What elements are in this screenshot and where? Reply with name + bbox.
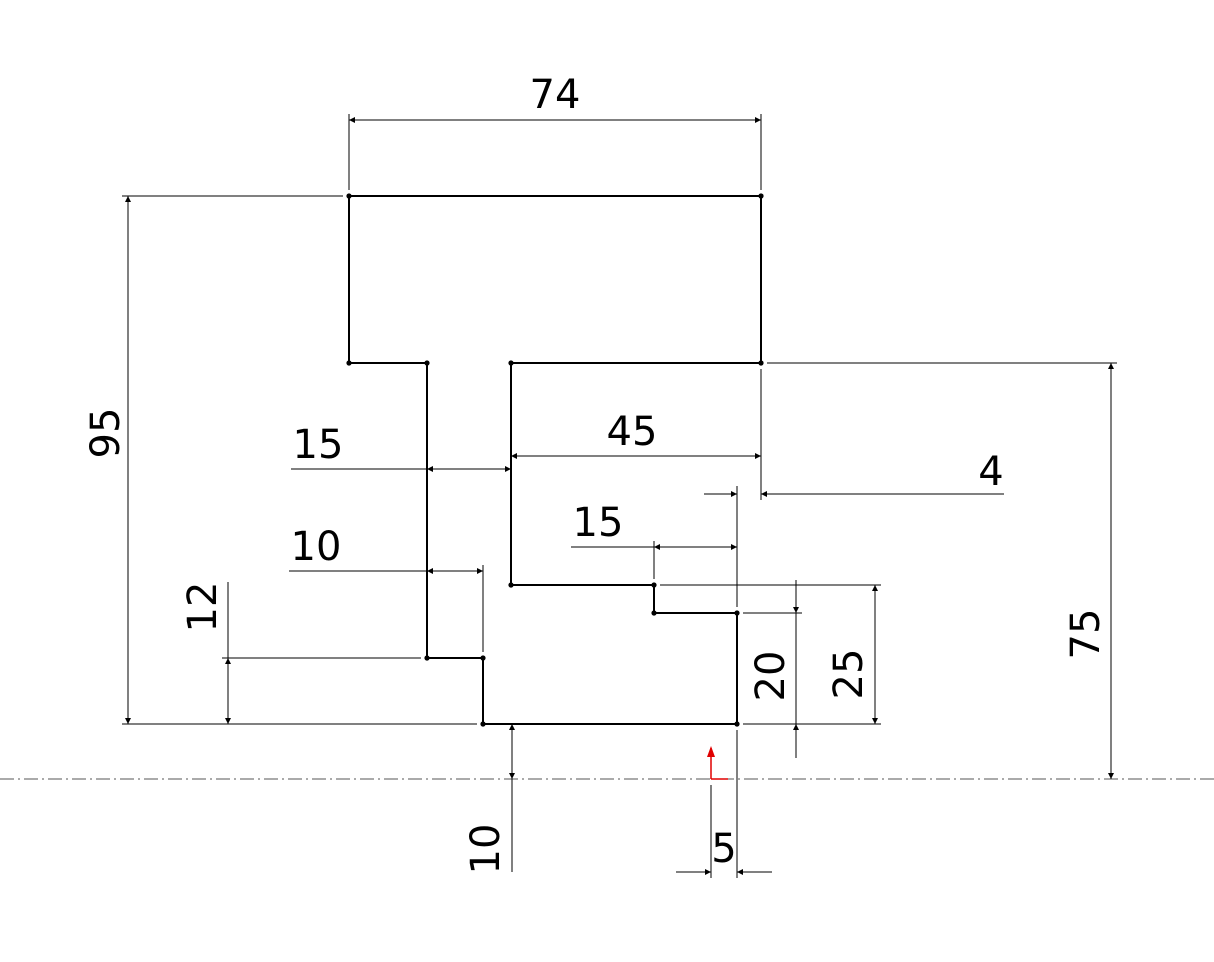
dim-foot-height-label: 12 <box>180 582 226 633</box>
dim-inner-step-label: 15 <box>573 500 624 546</box>
dim-right-offset[interactable]: 4 <box>704 369 1004 607</box>
dim-right-height-label: 25 <box>826 649 872 700</box>
dim-overall-height[interactable]: 95 <box>83 195 477 725</box>
dim-right-span-label: 45 <box>607 409 658 455</box>
dim-bottom-offset[interactable]: 10 <box>463 724 515 875</box>
dim-right-step-height-label: 20 <box>748 651 794 702</box>
dim-foot-width-label: 10 <box>291 524 342 570</box>
origin-icon <box>707 746 728 780</box>
sketch-points <box>346 193 764 727</box>
dim-left-leg-width-label: 15 <box>293 422 344 468</box>
dim-right-height[interactable]: 25 <box>660 584 881 725</box>
dim-centerline-height[interactable]: 75 <box>767 362 1117 779</box>
dim-centerline-height-label: 75 <box>1063 609 1109 660</box>
dim-foot-height[interactable]: 12 <box>180 582 421 724</box>
dim-top-width[interactable]: 74 <box>348 72 762 190</box>
dim-origin-offset[interactable]: 5 <box>676 730 772 878</box>
dim-inner-step[interactable]: 15 <box>571 500 737 579</box>
dim-right-span[interactable]: 45 <box>511 369 762 464</box>
dim-right-step-height[interactable]: 20 <box>743 580 802 758</box>
dim-left-leg-width[interactable]: 15 <box>291 422 511 472</box>
dim-right-offset-label: 4 <box>978 449 1003 495</box>
dim-top-width-label: 74 <box>530 72 581 118</box>
dim-bottom-offset-label: 10 <box>463 824 509 875</box>
profile-outline[interactable] <box>348 195 762 725</box>
dim-foot-width[interactable]: 10 <box>289 524 484 652</box>
dim-overall-height-label: 95 <box>83 408 129 459</box>
dim-origin-offset-label: 5 <box>711 826 736 872</box>
